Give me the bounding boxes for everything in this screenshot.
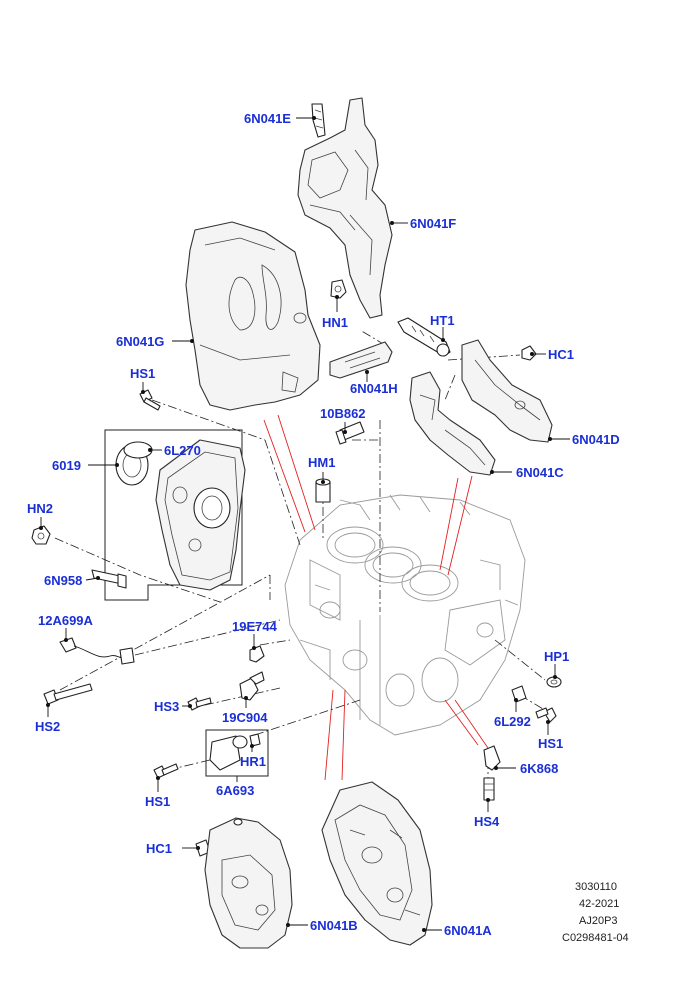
- part-HN2-shape: [31, 525, 51, 545]
- label-6N041E: 6N041E: [244, 111, 291, 126]
- label-6N041H: 6N041H: [350, 381, 398, 396]
- part-HS2-shape: [43, 683, 93, 705]
- label-12A699A: 12A699A: [38, 613, 94, 628]
- part-19E744-shape: [249, 645, 265, 663]
- label-HS4: HS4: [474, 814, 500, 829]
- label-HC1-bottom: HC1: [146, 841, 172, 856]
- label-HS1-bottom: HS1: [145, 794, 170, 809]
- part-6N041E-shape: [311, 103, 326, 138]
- part-6N958-shape: [91, 569, 127, 589]
- part-6N041G-shape: [185, 221, 321, 411]
- label-19C904: 19C904: [222, 710, 268, 725]
- label-6L292: 6L292: [494, 714, 531, 729]
- part-6N041A-shape: [321, 781, 433, 946]
- leader-lines: [39, 116, 570, 932]
- oil-pump-group: [205, 729, 269, 777]
- label-6019: 6019: [52, 458, 81, 473]
- label-HS3: HS3: [154, 699, 179, 714]
- part-HS1-bottom-shape: [153, 763, 179, 779]
- part-HM1-shape: [315, 478, 331, 503]
- part-6L292-shape: [511, 685, 527, 703]
- label-6N041C: 6N041C: [516, 465, 564, 480]
- part-6N041B-shape: [204, 817, 293, 949]
- part-19C904-shape: [239, 671, 265, 701]
- part-HS1-right-shape: [535, 707, 557, 723]
- label-HS1-right: HS1: [538, 736, 563, 751]
- label-6N041G: 6N041G: [116, 334, 164, 349]
- label-6N041F: 6N041F: [410, 216, 456, 231]
- label-6N041D: 6N041D: [572, 432, 620, 447]
- reference-block: 3030110 42-2021 AJ20P3 C0298481-04: [562, 881, 629, 944]
- part-6N041C-shape: [409, 371, 496, 476]
- reference-line-4: C0298481-04: [562, 932, 629, 944]
- label-HM1: HM1: [308, 455, 335, 470]
- front-cover-group: [104, 429, 246, 601]
- part-HC1-top-shape: [521, 345, 537, 361]
- part-HS4-shape: [483, 777, 495, 801]
- reference-line-2: 42-2021: [579, 898, 619, 910]
- label-HS1-top: HS1: [130, 366, 155, 381]
- part-6N041D-shape: [461, 339, 553, 443]
- part-10B862-shape: [335, 421, 365, 445]
- part-12A699A-shape: [59, 637, 135, 665]
- part-HS1-top-shape: [139, 389, 161, 411]
- engine-block-illustration: [284, 494, 526, 736]
- part-labels: 6N041E 6N041F 6N041G HN1 HT1 HC1 HS1 6N0…: [27, 111, 620, 938]
- label-HC1-top: HC1: [548, 347, 574, 362]
- reference-line-3: AJ20P3: [579, 915, 618, 927]
- label-6N958: 6N958: [44, 573, 82, 588]
- label-6A693: 6A693: [216, 783, 254, 798]
- part-HN1-shape: [330, 279, 347, 299]
- label-19E744: 19E744: [232, 619, 278, 634]
- label-6L270: 6L270: [164, 443, 201, 458]
- part-HT1-shape: [397, 317, 451, 357]
- label-HN2: HN2: [27, 501, 53, 516]
- label-6K868: 6K868: [520, 761, 558, 776]
- label-HT1: HT1: [430, 313, 455, 328]
- explode-lines: [263, 414, 489, 781]
- label-HS2: HS2: [35, 719, 60, 734]
- label-6N041B: 6N041B: [310, 918, 358, 933]
- part-6N041F-shape: [297, 97, 393, 319]
- part-6K868-shape: [483, 745, 501, 771]
- part-6N041H-shape: [329, 341, 393, 379]
- label-HN1: HN1: [322, 315, 348, 330]
- label-HP1: HP1: [544, 649, 569, 664]
- label-HR1: HR1: [240, 754, 266, 769]
- label-6N041A: 6N041A: [444, 923, 492, 938]
- reference-line-1: 3030110: [575, 881, 617, 893]
- label-10B862: 10B862: [320, 406, 366, 421]
- part-HS3-shape: [187, 697, 212, 711]
